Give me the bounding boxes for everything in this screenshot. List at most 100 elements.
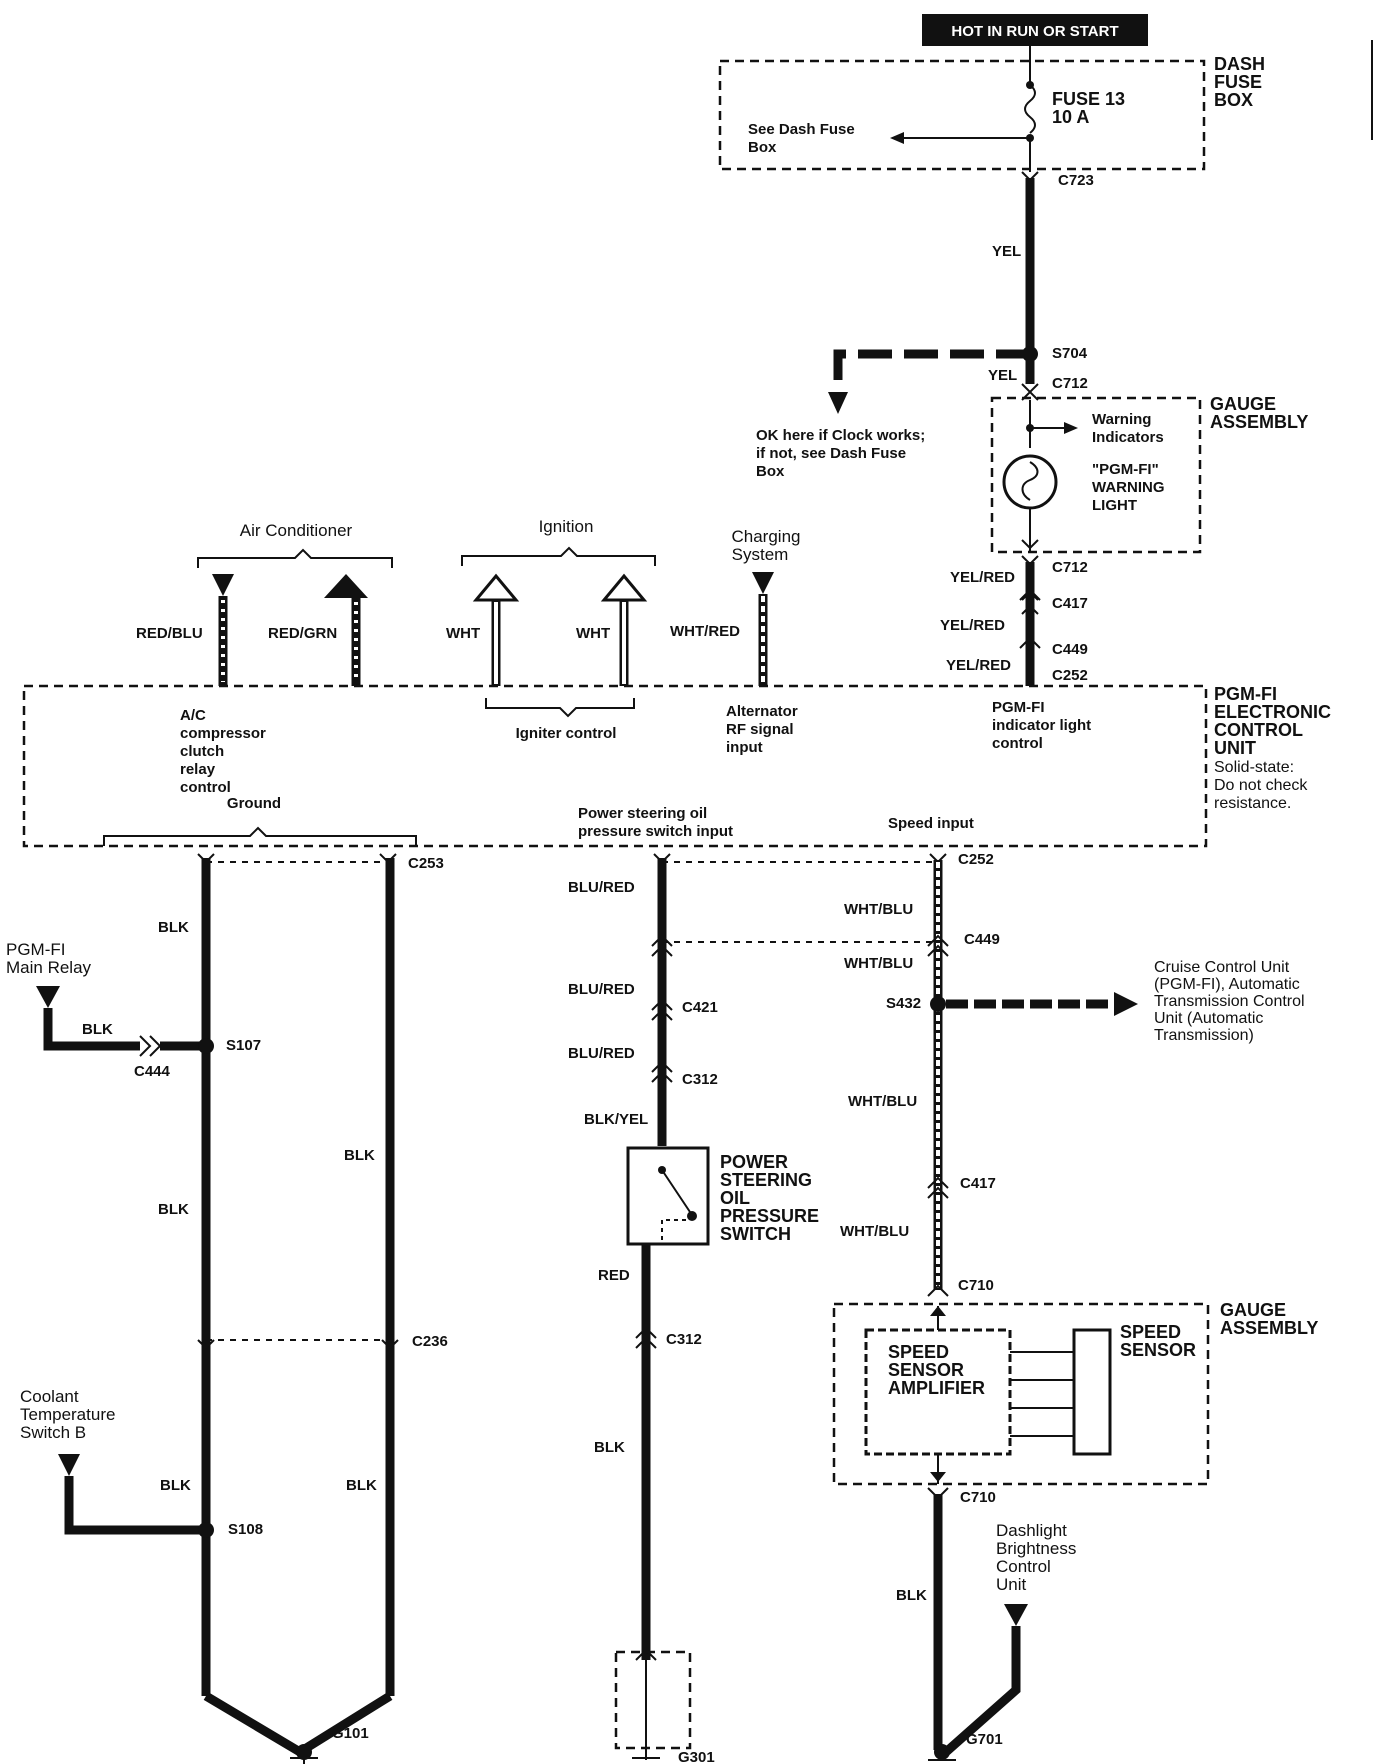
speed-input-label: Speed input: [888, 815, 974, 832]
connector-icon: [197, 853, 397, 864]
gauge-assembly-top-label: GAUGE ASSEMBLY: [1210, 394, 1308, 432]
air-conditioner-label: Air Conditioner: [240, 521, 353, 540]
arrow-down-icon: [1004, 1604, 1028, 1626]
svg-text:System: System: [732, 545, 789, 564]
svg-text:Box: Box: [748, 139, 777, 156]
wire-color-yel: YEL: [992, 243, 1021, 260]
svg-text:POWER: POWER: [720, 1152, 788, 1172]
svg-text:FUSE: FUSE: [1214, 72, 1262, 92]
wire-color-blk-7: BLK: [594, 1439, 625, 1456]
svg-text:"PGM-FI": "PGM-FI": [1092, 461, 1159, 478]
svg-text:clutch: clutch: [180, 743, 224, 760]
fuse-label: FUSE 13 10 A: [1052, 89, 1125, 127]
svg-text:ASSEMBLY: ASSEMBLY: [1220, 1318, 1318, 1338]
svg-text:ASSEMBLY: ASSEMBLY: [1210, 412, 1308, 432]
svg-text:Coolant: Coolant: [20, 1387, 79, 1406]
wire-color-yel-red-1: YEL/RED: [950, 569, 1015, 586]
see-dash-fuse-box: See Dash Fuse Box: [748, 121, 855, 156]
alternator-input: Alternator RF signal input: [726, 703, 798, 756]
gauge-assembly-bottom-label: GAUGE ASSEMBLY: [1220, 1300, 1318, 1338]
arrow-down-icon: [752, 572, 774, 594]
wire-color-blu-red-1: BLU/RED: [568, 879, 635, 896]
arrow-down-icon: [828, 392, 848, 414]
bracket-igniter: [485, 698, 635, 718]
svg-text:See Dash Fuse: See Dash Fuse: [748, 121, 855, 138]
svg-text:SPEED: SPEED: [1120, 1322, 1181, 1342]
wire-color-blk-3: BLK: [158, 1201, 189, 1218]
wire-color-yel-2: YEL: [988, 367, 1017, 384]
arrow-right-icon: [1064, 422, 1078, 434]
svg-text:Control: Control: [996, 1557, 1051, 1576]
ps-oil-pressure-switch: [626, 1146, 710, 1246]
svg-text:Main Relay: Main Relay: [6, 958, 92, 977]
svg-text:compressor: compressor: [180, 725, 266, 742]
svg-text:Solid-state:: Solid-state:: [1214, 759, 1294, 776]
speed-sensor-label: SPEED SENSOR: [1120, 1322, 1196, 1360]
svg-text:SENSOR: SENSOR: [888, 1360, 964, 1380]
bracket-ignition: [461, 546, 656, 566]
wire-color-yel-red-2: YEL/RED: [940, 617, 1005, 634]
fuse-icon: [1024, 84, 1036, 134]
svg-text:Charging: Charging: [732, 527, 801, 546]
svg-text:PGM-FI: PGM-FI: [6, 940, 66, 959]
pgm-fi-indicator-control: PGM-FI indicator light control: [992, 699, 1091, 752]
c449-b-label: C449: [964, 931, 1000, 948]
cruise-control-unit-label: Cruise Control Unit (PGM-FI), Automatic …: [1154, 959, 1305, 1044]
arrow-up-icon: [472, 573, 520, 602]
arrow-up-icon: [600, 573, 648, 602]
c252-top-label: C252: [1052, 667, 1088, 684]
bracket-ground: [103, 826, 417, 846]
wire-color-yel-red-3: YEL/RED: [946, 657, 1011, 674]
s704-label: S704: [1052, 345, 1088, 362]
svg-text:Box: Box: [756, 463, 785, 480]
wire-color-red-grn: RED/GRN: [268, 625, 337, 642]
ps-switch-input: Power steering oil pressure switch input: [578, 805, 733, 840]
ps-oil-pressure-switch-label: POWER STEERING OIL PRESSURE SWITCH: [720, 1152, 819, 1244]
svg-text:(PGM-FI), Automatic: (PGM-FI), Automatic: [1154, 976, 1300, 993]
svg-text:Unit (Automatic: Unit (Automatic: [1154, 1010, 1263, 1027]
g301-box: [614, 1650, 692, 1750]
wire-color-blk-2: BLK: [344, 1147, 375, 1164]
wire-color-wht-1: WHT: [446, 625, 480, 642]
c710-bot-label: C710: [960, 1489, 996, 1506]
igniter-control-label: Igniter control: [516, 725, 617, 742]
arrow-right-icon: [1114, 992, 1138, 1016]
svg-text:control: control: [180, 779, 231, 796]
c421-label: C421: [682, 999, 718, 1016]
svg-text:GAUGE: GAUGE: [1220, 1300, 1286, 1320]
wire-color-wht-blu-1: WHT/BLU: [844, 901, 913, 918]
c253-label: C253: [408, 855, 444, 872]
svg-text:input: input: [726, 739, 763, 756]
c236-label: C236: [412, 1333, 448, 1350]
c449-top-label: C449: [1052, 641, 1088, 658]
wire-color-blk-5: BLK: [160, 1477, 191, 1494]
ecu-note: Solid-state: Do not check resistance.: [1214, 759, 1308, 812]
svg-text:pressure switch input: pressure switch input: [578, 823, 733, 840]
wire-color-wht-blu-2: WHT/BLU: [844, 955, 913, 972]
svg-text:Indicators: Indicators: [1092, 429, 1164, 446]
wire-color-blk-6: BLK: [346, 1477, 377, 1494]
c444-label: C444: [134, 1063, 171, 1080]
c252-b-label: C252: [958, 851, 994, 868]
svg-text:Dashlight: Dashlight: [996, 1521, 1067, 1540]
c712-top-label: C712: [1052, 375, 1088, 392]
arrow-up-icon: [324, 574, 368, 598]
svg-text:OK here if Clock works;: OK here if Clock works;: [756, 427, 925, 444]
c710-top-label: C710: [958, 1277, 994, 1294]
speed-sensor-amplifier-label: SPEED SENSOR AMPLIFIER: [888, 1342, 985, 1398]
svg-text:CONTROL: CONTROL: [1214, 720, 1303, 740]
wire-blk-coolant: [64, 1476, 206, 1535]
c712-bot-label: C712: [1052, 559, 1088, 576]
wire-blk-relay: [43, 1008, 140, 1051]
svg-text:Power steering oil: Power steering oil: [578, 805, 707, 822]
svg-text:PGM-FI: PGM-FI: [1214, 684, 1277, 704]
connector-icon: [197, 1339, 399, 1350]
svg-text:Do not check: Do not check: [1214, 777, 1308, 794]
wire-color-blu-red-2: BLU/RED: [568, 981, 635, 998]
wire-color-blu-red-3: BLU/RED: [568, 1045, 635, 1062]
svg-text:AMPLIFIER: AMPLIFIER: [888, 1378, 985, 1398]
ecu-ground-label: Ground: [227, 795, 281, 812]
c312-a-label: C312: [682, 1071, 718, 1088]
wire-color-blk-4: BLK: [82, 1021, 113, 1038]
